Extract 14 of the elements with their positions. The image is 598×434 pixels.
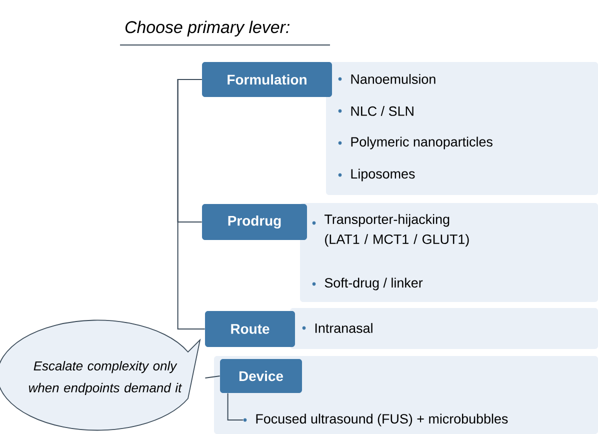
bullet-panel: Nanoemulsion NLC / SLN Polymeric nanoparticles Liposomes xyxy=(326,62,598,195)
connector-line xyxy=(177,79,206,330)
connector-line xyxy=(227,392,244,420)
lever-box: Route xyxy=(205,311,295,347)
connector-line xyxy=(204,376,220,378)
speech-bubble: Escalate complexity only when endpoints demand it xyxy=(0,320,200,431)
title: Choose primary lever: xyxy=(125,20,290,36)
lever-box: Formulation xyxy=(202,62,332,97)
lever-box: Prodrug xyxy=(202,204,307,240)
bullet-panel xyxy=(214,356,598,434)
lever-box: Device xyxy=(220,359,302,393)
bullet-item: Focused ultrasound (FUS) + microbubbles xyxy=(243,414,508,426)
bullet-panel: Intranasal xyxy=(290,308,598,349)
bullet-panel: Transporter-hijacking (LAT1 / MCT1 / GLUT1) Soft-drug / linker xyxy=(300,203,598,302)
